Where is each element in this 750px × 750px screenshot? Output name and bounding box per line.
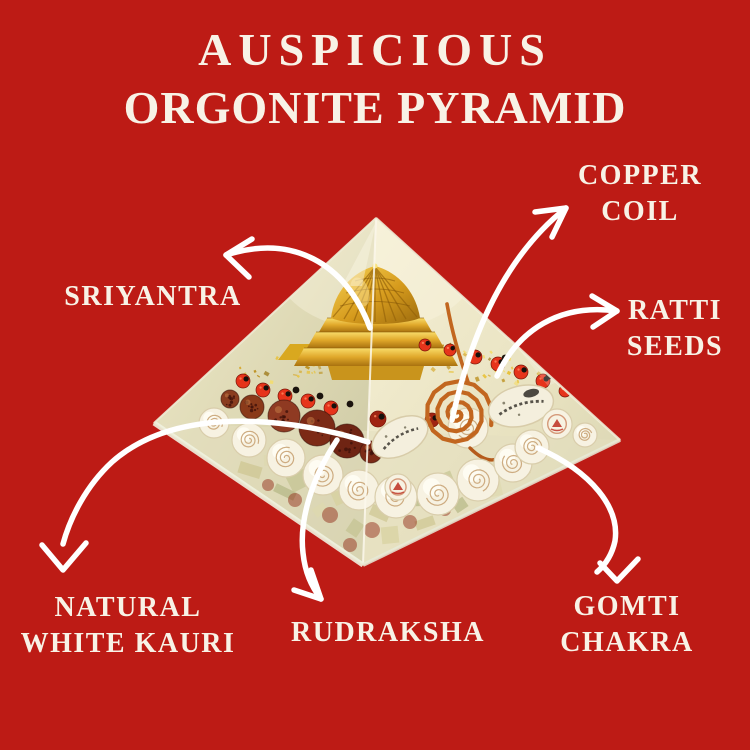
label-ratti-seeds-line-2: SEEDS	[626, 331, 724, 362]
page-title: AUSPICIOUS ORGONITE PYRAMID	[0, 21, 750, 137]
label-copper-coil-line-1: COPPER	[577, 160, 703, 191]
pyramid-front-edge	[362, 218, 377, 565]
label-copper-coil: COPPER COIL	[578, 158, 702, 230]
label-sriyantra: SRIYANTRA	[64, 279, 241, 315]
title-line-1: AUSPICIOUS	[198, 24, 552, 75]
label-ratti-seeds-line-1: RATTI	[627, 295, 723, 326]
label-gomti-chakra-line-1: GOMTI	[573, 591, 681, 622]
label-ratti-seeds: RATTI SEEDS	[627, 293, 723, 365]
gomti-chakra-shells	[198, 407, 598, 519]
title-line-2: ORGONITE PYRAMID	[123, 82, 627, 133]
label-natural-white-kauri-line-1: NATURAL	[54, 592, 202, 623]
label-rudraksha-text: RUDRAKSHA	[291, 617, 485, 648]
gold-sriyantra-meru	[278, 263, 458, 380]
curved-arrow-to-rudraksha-icon	[291, 437, 340, 602]
label-copper-coil-line-2: COIL	[601, 196, 679, 227]
kauri-cowrie-shells	[371, 384, 555, 459]
shell-logo-prints	[384, 408, 573, 501]
label-sriyantra-text: SRIYANTRA	[64, 281, 242, 312]
curved-arrow-to-kauri-icon	[39, 418, 371, 573]
curved-arrow-to-ratti-seeds-icon	[494, 293, 620, 379]
label-natural-white-kauri-line-2: WHITE KAURI	[20, 628, 236, 659]
label-natural-white-kauri: NATURAL WHITE KAURI	[21, 590, 236, 662]
label-rudraksha: RUDRAKSHA	[291, 615, 485, 651]
curved-arrow-to-sriyantra-icon	[223, 236, 373, 331]
label-gomti-chakra-line-2: CHAKRA	[560, 627, 694, 658]
curved-arrow-to-gomti-chakra-icon	[535, 445, 641, 584]
curved-arrow-to-copper-coil-icon	[449, 205, 569, 423]
label-gomti-chakra: GOMTI CHAKRA	[560, 589, 693, 661]
pyramid-edges	[152, 216, 622, 568]
